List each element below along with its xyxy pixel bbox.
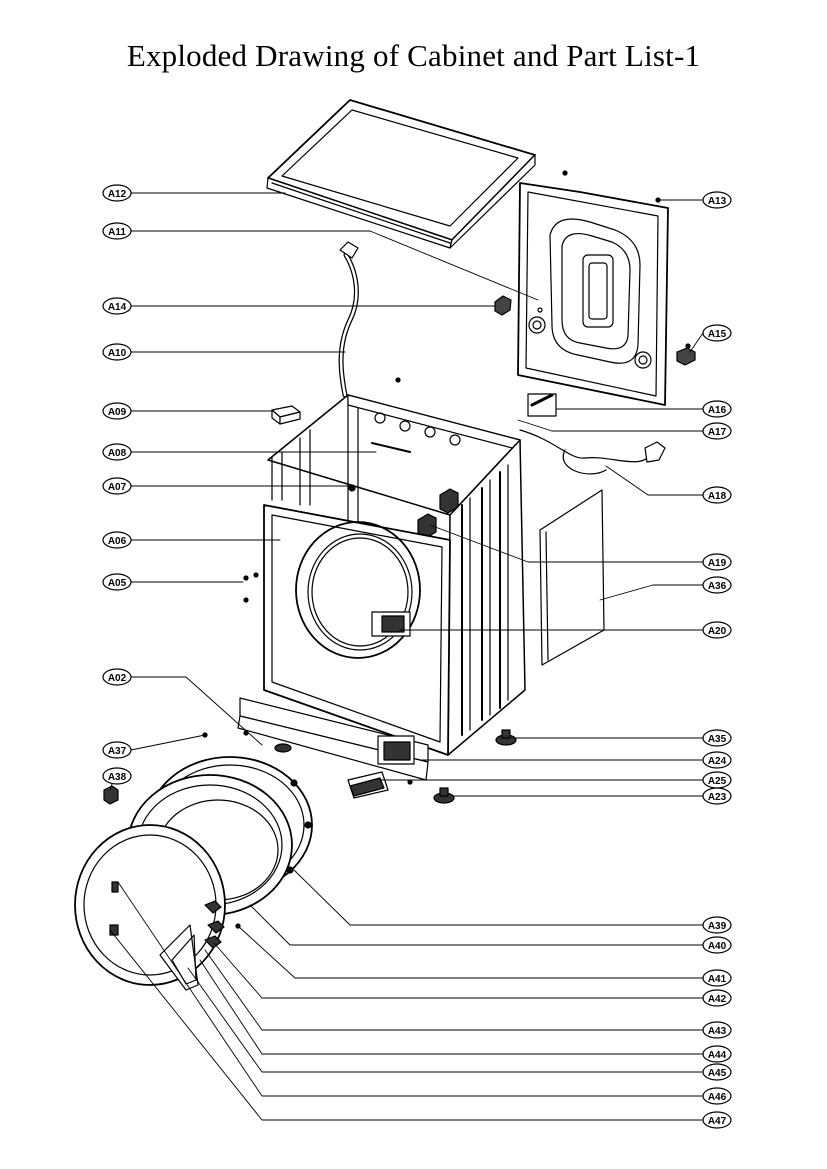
rear-plug <box>676 343 696 366</box>
leader-lines <box>109 192 704 1121</box>
callouts-right: A13 A15 A16 A17 A18 A19 A36 A20 A35 A24 … <box>702 191 732 1129</box>
callout-A42: A42 <box>702 989 732 1007</box>
callout-A25: A25 <box>702 771 732 789</box>
callout-A02: A02 <box>102 668 132 686</box>
callout-A06: A06 <box>102 531 132 549</box>
svg-text:A24: A24 <box>708 756 727 767</box>
front-panel <box>243 504 451 756</box>
door-assembly <box>74 732 313 991</box>
callout-A13: A13 <box>702 191 732 209</box>
svg-text:A20: A20 <box>708 626 727 637</box>
callout-A38: A38 <box>102 767 132 785</box>
svg-text:A38: A38 <box>108 772 127 783</box>
svg-text:A19: A19 <box>708 558 727 569</box>
page-title: Exploded Drawing of Cabinet and Part Lis… <box>126 38 701 73</box>
svg-text:A16: A16 <box>708 405 727 416</box>
callouts-left: A12 A11 A14 A10 A09 A08 A07 A06 A05 A02 … <box>102 184 132 791</box>
callout-A09: A09 <box>102 402 132 420</box>
callout-A43: A43 <box>702 1021 732 1039</box>
back-panel <box>517 170 669 406</box>
callout-A10: A10 <box>102 343 132 361</box>
svg-text:A35: A35 <box>708 734 727 745</box>
callout-A08: A08 <box>102 443 132 461</box>
foam-pad <box>271 405 301 425</box>
svg-text:A09: A09 <box>108 407 127 418</box>
callout-A39: A39 <box>702 916 732 934</box>
callout-A35: A35 <box>702 729 732 747</box>
svg-text:A36: A36 <box>708 581 727 592</box>
svg-text:A43: A43 <box>708 1026 727 1037</box>
callout-A41: A41 <box>702 969 732 987</box>
callout-A40: A40 <box>702 936 732 954</box>
svg-text:A23: A23 <box>708 792 727 803</box>
svg-text:A14: A14 <box>108 302 127 313</box>
svg-text:A07: A07 <box>108 482 127 493</box>
power-cord <box>519 393 666 475</box>
callout-A12: A12 <box>102 184 132 202</box>
callout-A20: A20 <box>702 621 732 639</box>
svg-text:A47: A47 <box>708 1116 727 1127</box>
svg-text:A12: A12 <box>108 189 127 200</box>
callout-A46: A46 <box>702 1087 732 1105</box>
svg-text:A45: A45 <box>708 1068 727 1079</box>
callout-A19: A19 <box>702 553 732 571</box>
svg-text:A10: A10 <box>108 348 127 359</box>
filter-cover <box>347 771 389 799</box>
callout-A47: A47 <box>702 1111 732 1129</box>
adjustable-feet <box>274 729 517 804</box>
svg-text:A08: A08 <box>108 448 127 459</box>
svg-text:A37: A37 <box>108 746 127 757</box>
svg-text:A40: A40 <box>708 941 727 952</box>
callout-A07: A07 <box>102 477 132 495</box>
callout-A44: A44 <box>702 1045 732 1063</box>
svg-text:A25: A25 <box>708 776 727 787</box>
callout-A18: A18 <box>702 486 732 504</box>
svg-text:A17: A17 <box>708 427 727 438</box>
svg-text:A11: A11 <box>108 227 126 238</box>
callout-A17: A17 <box>702 422 732 440</box>
side-insulation-board <box>539 489 605 666</box>
callout-A15: A15 <box>702 324 732 342</box>
callout-A36: A36 <box>702 576 732 594</box>
svg-text:A15: A15 <box>708 329 727 340</box>
bottom-plinth <box>237 697 429 785</box>
callout-A24: A24 <box>702 751 732 769</box>
top-cover <box>266 99 536 249</box>
svg-text:A18: A18 <box>708 491 727 502</box>
callout-A05: A05 <box>102 573 132 591</box>
svg-text:A02: A02 <box>108 673 127 684</box>
svg-text:A42: A42 <box>708 994 727 1005</box>
svg-text:A46: A46 <box>708 1092 727 1103</box>
callout-A23: A23 <box>702 787 732 805</box>
callout-A14: A14 <box>102 297 132 315</box>
svg-text:A44: A44 <box>708 1050 727 1061</box>
inlet-hose <box>338 241 359 398</box>
cabinet-body <box>267 377 526 756</box>
callout-A37: A37 <box>102 741 132 759</box>
callout-A45: A45 <box>702 1063 732 1081</box>
svg-text:A13: A13 <box>708 196 727 207</box>
svg-text:A41: A41 <box>708 974 727 985</box>
callout-A16: A16 <box>702 400 732 418</box>
top-hinge-clip <box>494 295 512 316</box>
callout-A11: A11 <box>102 222 132 240</box>
svg-text:A05: A05 <box>108 578 127 589</box>
svg-text:A39: A39 <box>708 921 727 932</box>
svg-text:A06: A06 <box>108 536 127 547</box>
